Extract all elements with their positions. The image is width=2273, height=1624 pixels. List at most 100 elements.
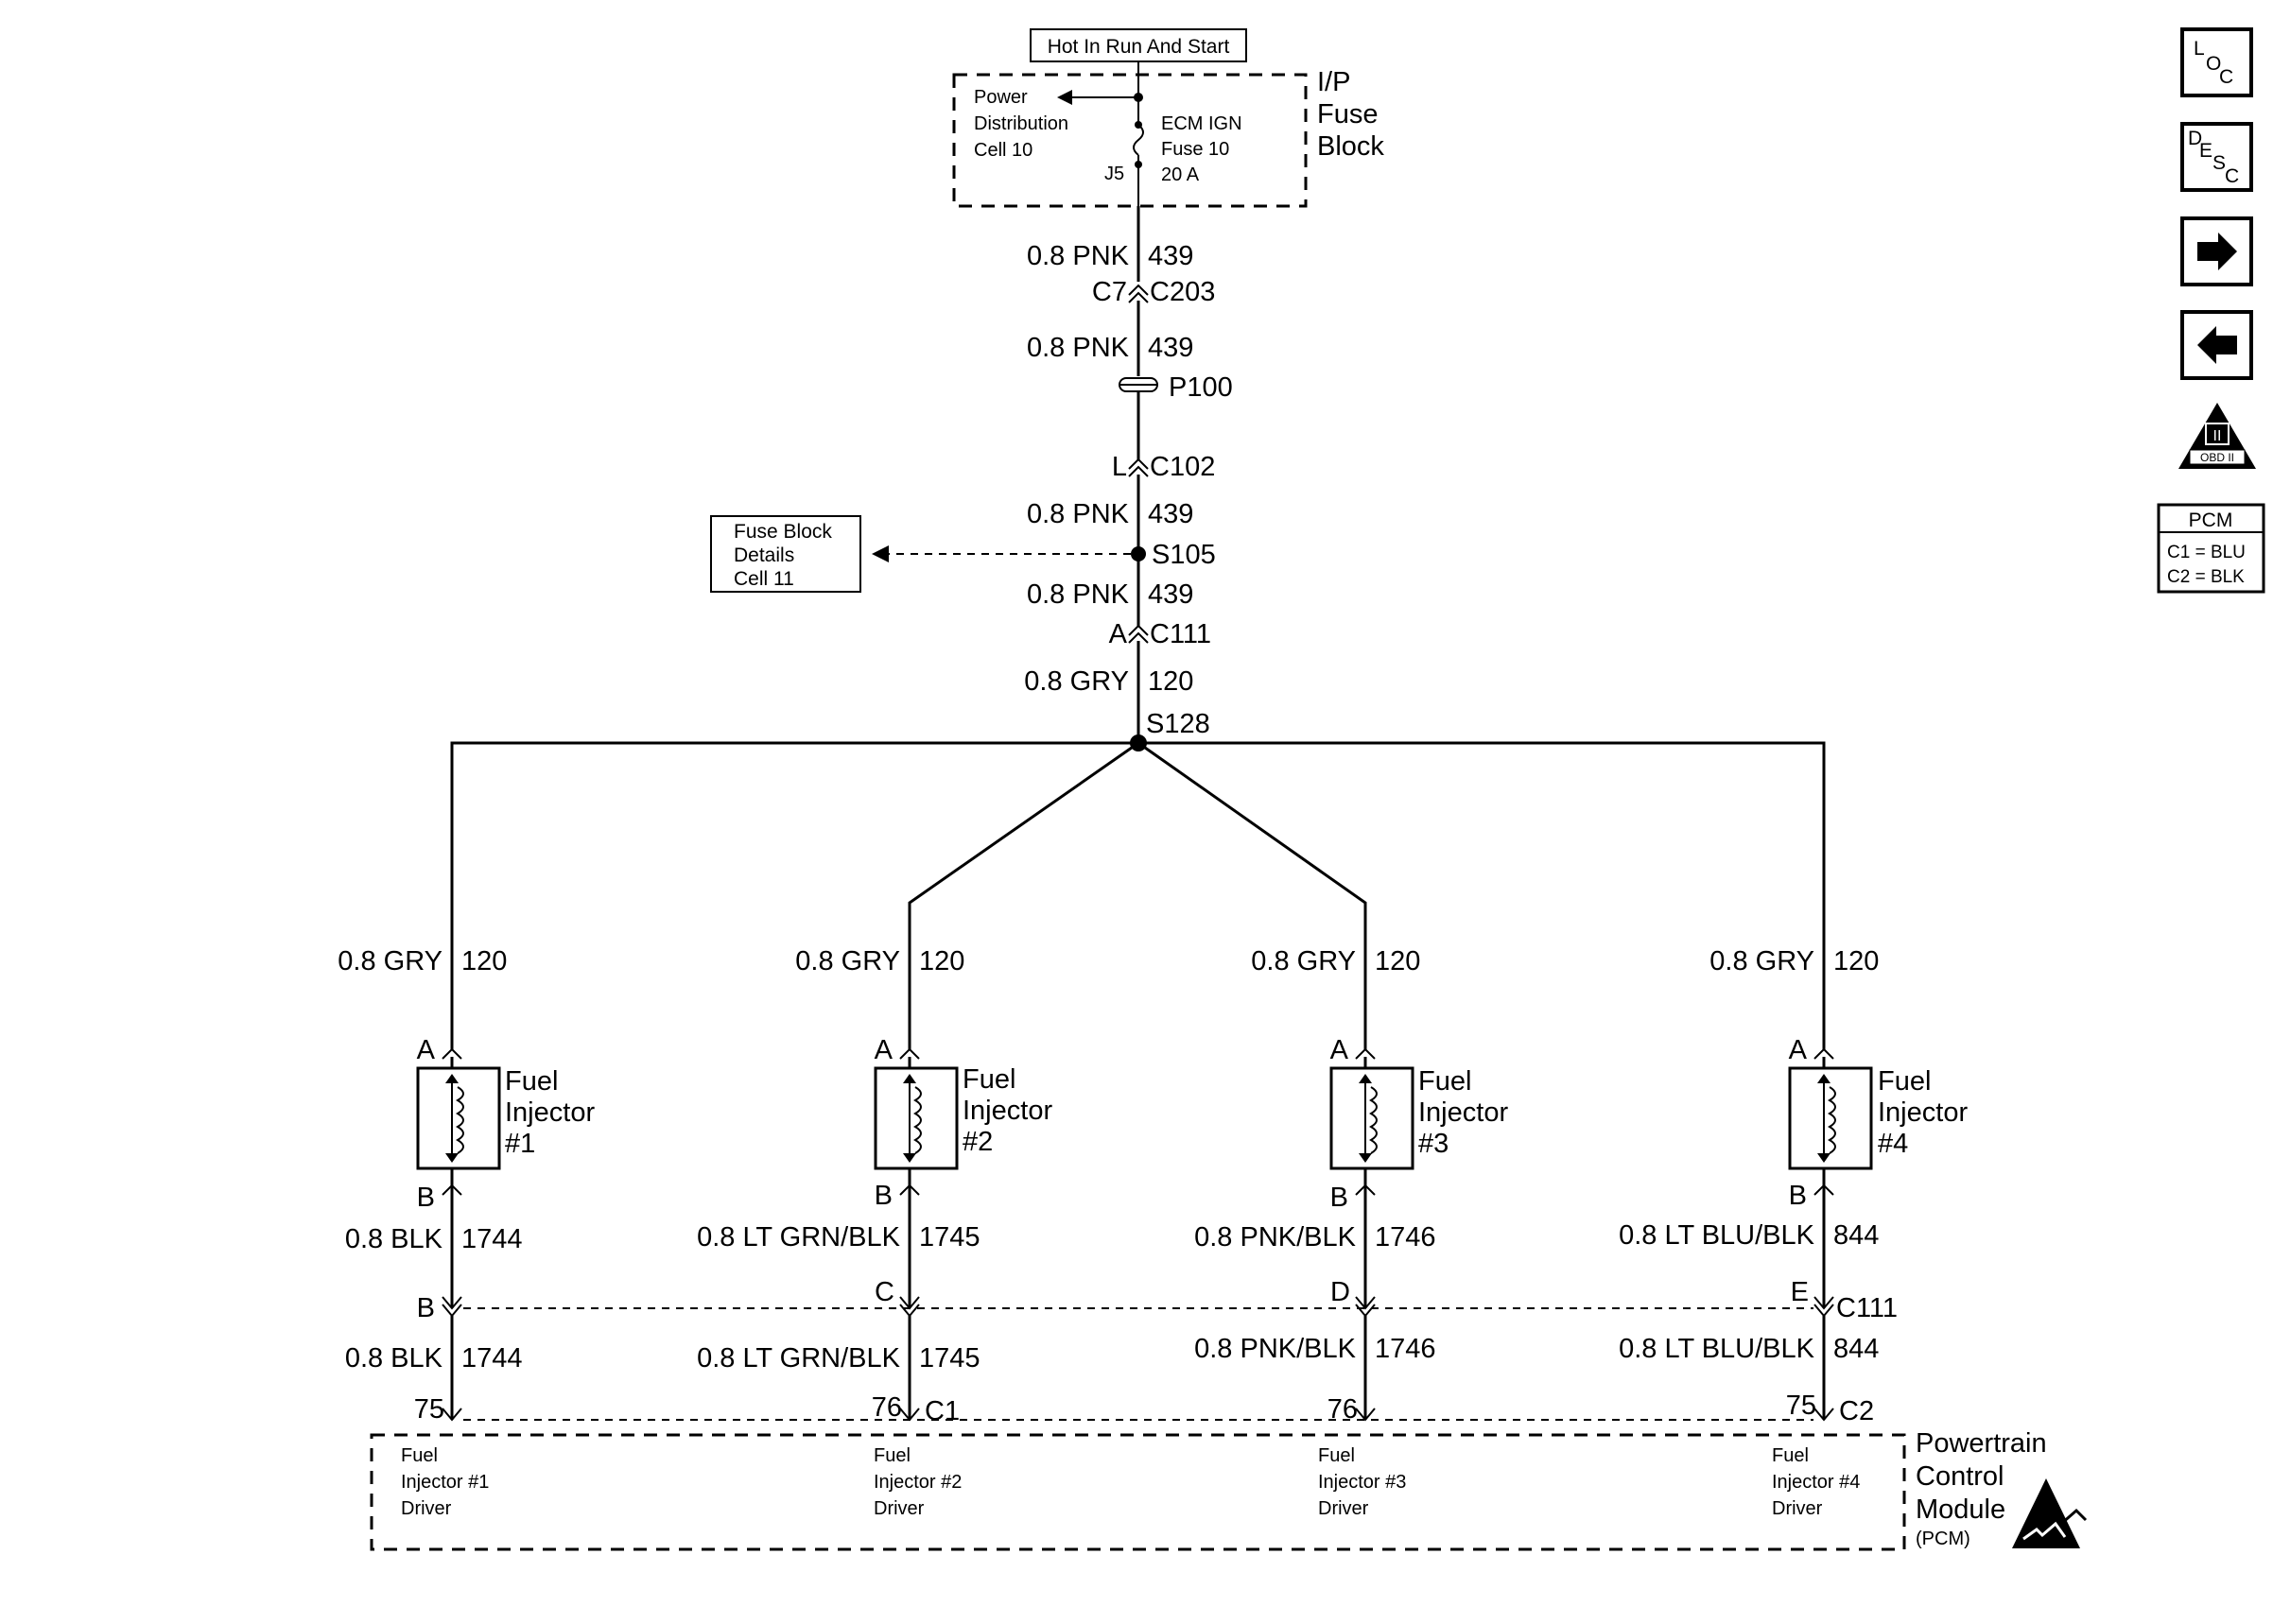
pcm-pin: 76 [872, 1392, 902, 1423]
forward-button[interactable] [2180, 216, 2253, 286]
wire-gauge: 0.8 PNK/BLK [1194, 1334, 1357, 1364]
fuse-block-details-link[interactable]: Fuse Block Details Cell 11 [710, 515, 861, 593]
injector-pin-b: B [875, 1181, 893, 1211]
injector-name-1: Fuel [1878, 1066, 1931, 1097]
injector-pin-a: A [875, 1035, 894, 1065]
desc-s: S [2212, 152, 2226, 174]
connector-c102-icon [1128, 458, 1149, 477]
injector-name-3: #1 [505, 1129, 535, 1159]
back-button[interactable] [2180, 310, 2253, 380]
wire-circuit: 1745 [919, 1343, 980, 1373]
wire-circuit: 844 [1833, 1220, 1879, 1251]
driver-2-line-1: Fuel [874, 1445, 911, 1466]
injector-pin-a: A [1789, 1035, 1808, 1065]
wire-gauge: 0.8 GRY [338, 946, 442, 976]
injector-name-2: Injector [963, 1096, 1052, 1126]
splice-s128-label: S128 [1146, 709, 1210, 739]
injector-2: 0.8 GRY 120 A Fuel Injector #2 B 0.8 LT … [697, 946, 1052, 1426]
passthrough-p100-icon [1119, 377, 1158, 392]
wire-gauge: 0.8 GRY [1024, 666, 1129, 697]
connector-c203-label: C203 [1150, 277, 1215, 307]
injector-name-2: Injector [505, 1097, 595, 1128]
injector-1: 0.8 GRY 120 A Fuel Injector #1 B 0.8 BLK… [338, 946, 595, 1425]
connector-c111-label: C111 [1150, 619, 1211, 649]
wire-circuit: 439 [1148, 579, 1193, 610]
wire-gauge: 0.8 LT GRN/BLK [697, 1222, 901, 1253]
injector-3: 0.8 GRY 120 A Fuel Injector #3 B 0.8 PNK… [1194, 946, 1508, 1425]
injector-name-1: Fuel [505, 1066, 558, 1097]
injector-4: 0.8 GRY 120 A Fuel Injector #4 B 0.8 LT … [1619, 946, 1968, 1426]
pcm-title-1: Powertrain [1916, 1428, 2047, 1459]
connector-c203-icon [1128, 284, 1149, 303]
connector-pin-l: L [1112, 452, 1127, 482]
connector-c111-lower-label: C111 [1836, 1293, 1898, 1323]
driver-4-line-1: Fuel [1772, 1445, 1809, 1466]
wire-circuit: 844 [1833, 1334, 1879, 1364]
wire-gauge: 0.8 PNK [1027, 499, 1130, 529]
hot-in-run-start-box: Hot In Run And Start [1030, 28, 1247, 62]
wire-circuit: 1746 [1375, 1222, 1436, 1253]
fuse-block-title-3: Block [1317, 131, 1384, 162]
legend-c1: C1 = BLU [2167, 543, 2246, 562]
connector-c102-label: C102 [1150, 452, 1215, 482]
desc-e: E [2199, 140, 2212, 162]
injector-pin-a: A [1330, 1035, 1349, 1065]
pcm-pin: 75 [414, 1394, 444, 1425]
wire-gauge: 0.8 PNK [1027, 241, 1130, 271]
passthrough-p100-label: P100 [1169, 372, 1233, 403]
obd-ii-button[interactable]: II OBD II [2178, 403, 2256, 469]
legend-title: PCM [2189, 510, 2233, 531]
fuse-icon [1133, 124, 1144, 156]
connector-c111-pin: D [1330, 1277, 1350, 1307]
obd-ii-label: OBD II [2200, 451, 2234, 464]
connector-c1-label: C1 [925, 1396, 960, 1426]
wire-circuit: 439 [1148, 241, 1193, 271]
splice-s105 [1131, 546, 1146, 561]
connector-c111-pin: E [1791, 1277, 1809, 1307]
arrow-right-icon [2197, 233, 2237, 270]
wire-circuit: 1744 [461, 1224, 523, 1254]
wire-gauge: 0.8 GRY [795, 946, 900, 976]
wire-circuit: 120 [1375, 946, 1420, 976]
driver-3-line-2: Injector #3 [1318, 1472, 1406, 1493]
driver-1-line-3: Driver [401, 1498, 452, 1519]
driver-3-line-1: Fuel [1318, 1445, 1355, 1466]
injector-pin-b: B [1330, 1183, 1348, 1213]
power-dist-2: Distribution [974, 113, 1068, 134]
main-feed-wire: 0.8 PNK 439 C7 C203 0.8 PNK 439 P100 L C… [872, 206, 1233, 752]
injector-name-3: #3 [1418, 1129, 1449, 1159]
injector-coil-icon [1788, 1066, 1873, 1170]
branch-wires [450, 741, 1826, 1049]
injector-name-2: Injector [1418, 1097, 1508, 1128]
legend-c2: C2 = BLK [2167, 567, 2245, 587]
pcm-pin: 75 [1786, 1391, 1816, 1421]
driver-2-line-2: Injector #2 [874, 1472, 962, 1493]
injector-pin-b: B [1789, 1181, 1807, 1211]
injector-name-2: Injector [1878, 1097, 1968, 1128]
loc-button[interactable]: L O C [2180, 27, 2253, 97]
wire-gauge: 0.8 LT BLU/BLK [1619, 1220, 1815, 1251]
pcm-module: Fuel Injector #1 Driver Fuel Injector #2… [370, 1433, 1906, 1551]
wire-circuit: 1746 [1375, 1334, 1436, 1364]
ip-fuse-block: I/P Fuse Block Power Distribution Cell 1… [952, 61, 1384, 208]
arrow-left-icon [2197, 326, 2237, 364]
arrow-left-icon [872, 545, 889, 562]
driver-1-line-1: Fuel [401, 1445, 438, 1466]
injector-coil-icon [1329, 1066, 1414, 1170]
j5-label: J5 [1104, 164, 1124, 184]
injector-pin-b: B [417, 1183, 435, 1213]
fuse-name-1: ECM IGN [1161, 113, 1242, 134]
wire-gauge: 0.8 PNK [1027, 333, 1130, 363]
desc-button[interactable]: D E S C [2180, 122, 2253, 192]
fuse-block-title-1: I/P [1317, 67, 1350, 97]
fuse-block-title-2: Fuse [1317, 99, 1378, 130]
connector-c111-pin: B [417, 1293, 435, 1323]
desc-c: C [2225, 165, 2239, 187]
wire-circuit: 1745 [919, 1222, 980, 1253]
connector-pin-a: A [1109, 619, 1128, 649]
injector-coil-icon [874, 1066, 959, 1170]
wire-gauge: 0.8 BLK [345, 1224, 443, 1254]
wire-circuit: 120 [1833, 946, 1879, 976]
desc-d: D [2188, 128, 2202, 149]
